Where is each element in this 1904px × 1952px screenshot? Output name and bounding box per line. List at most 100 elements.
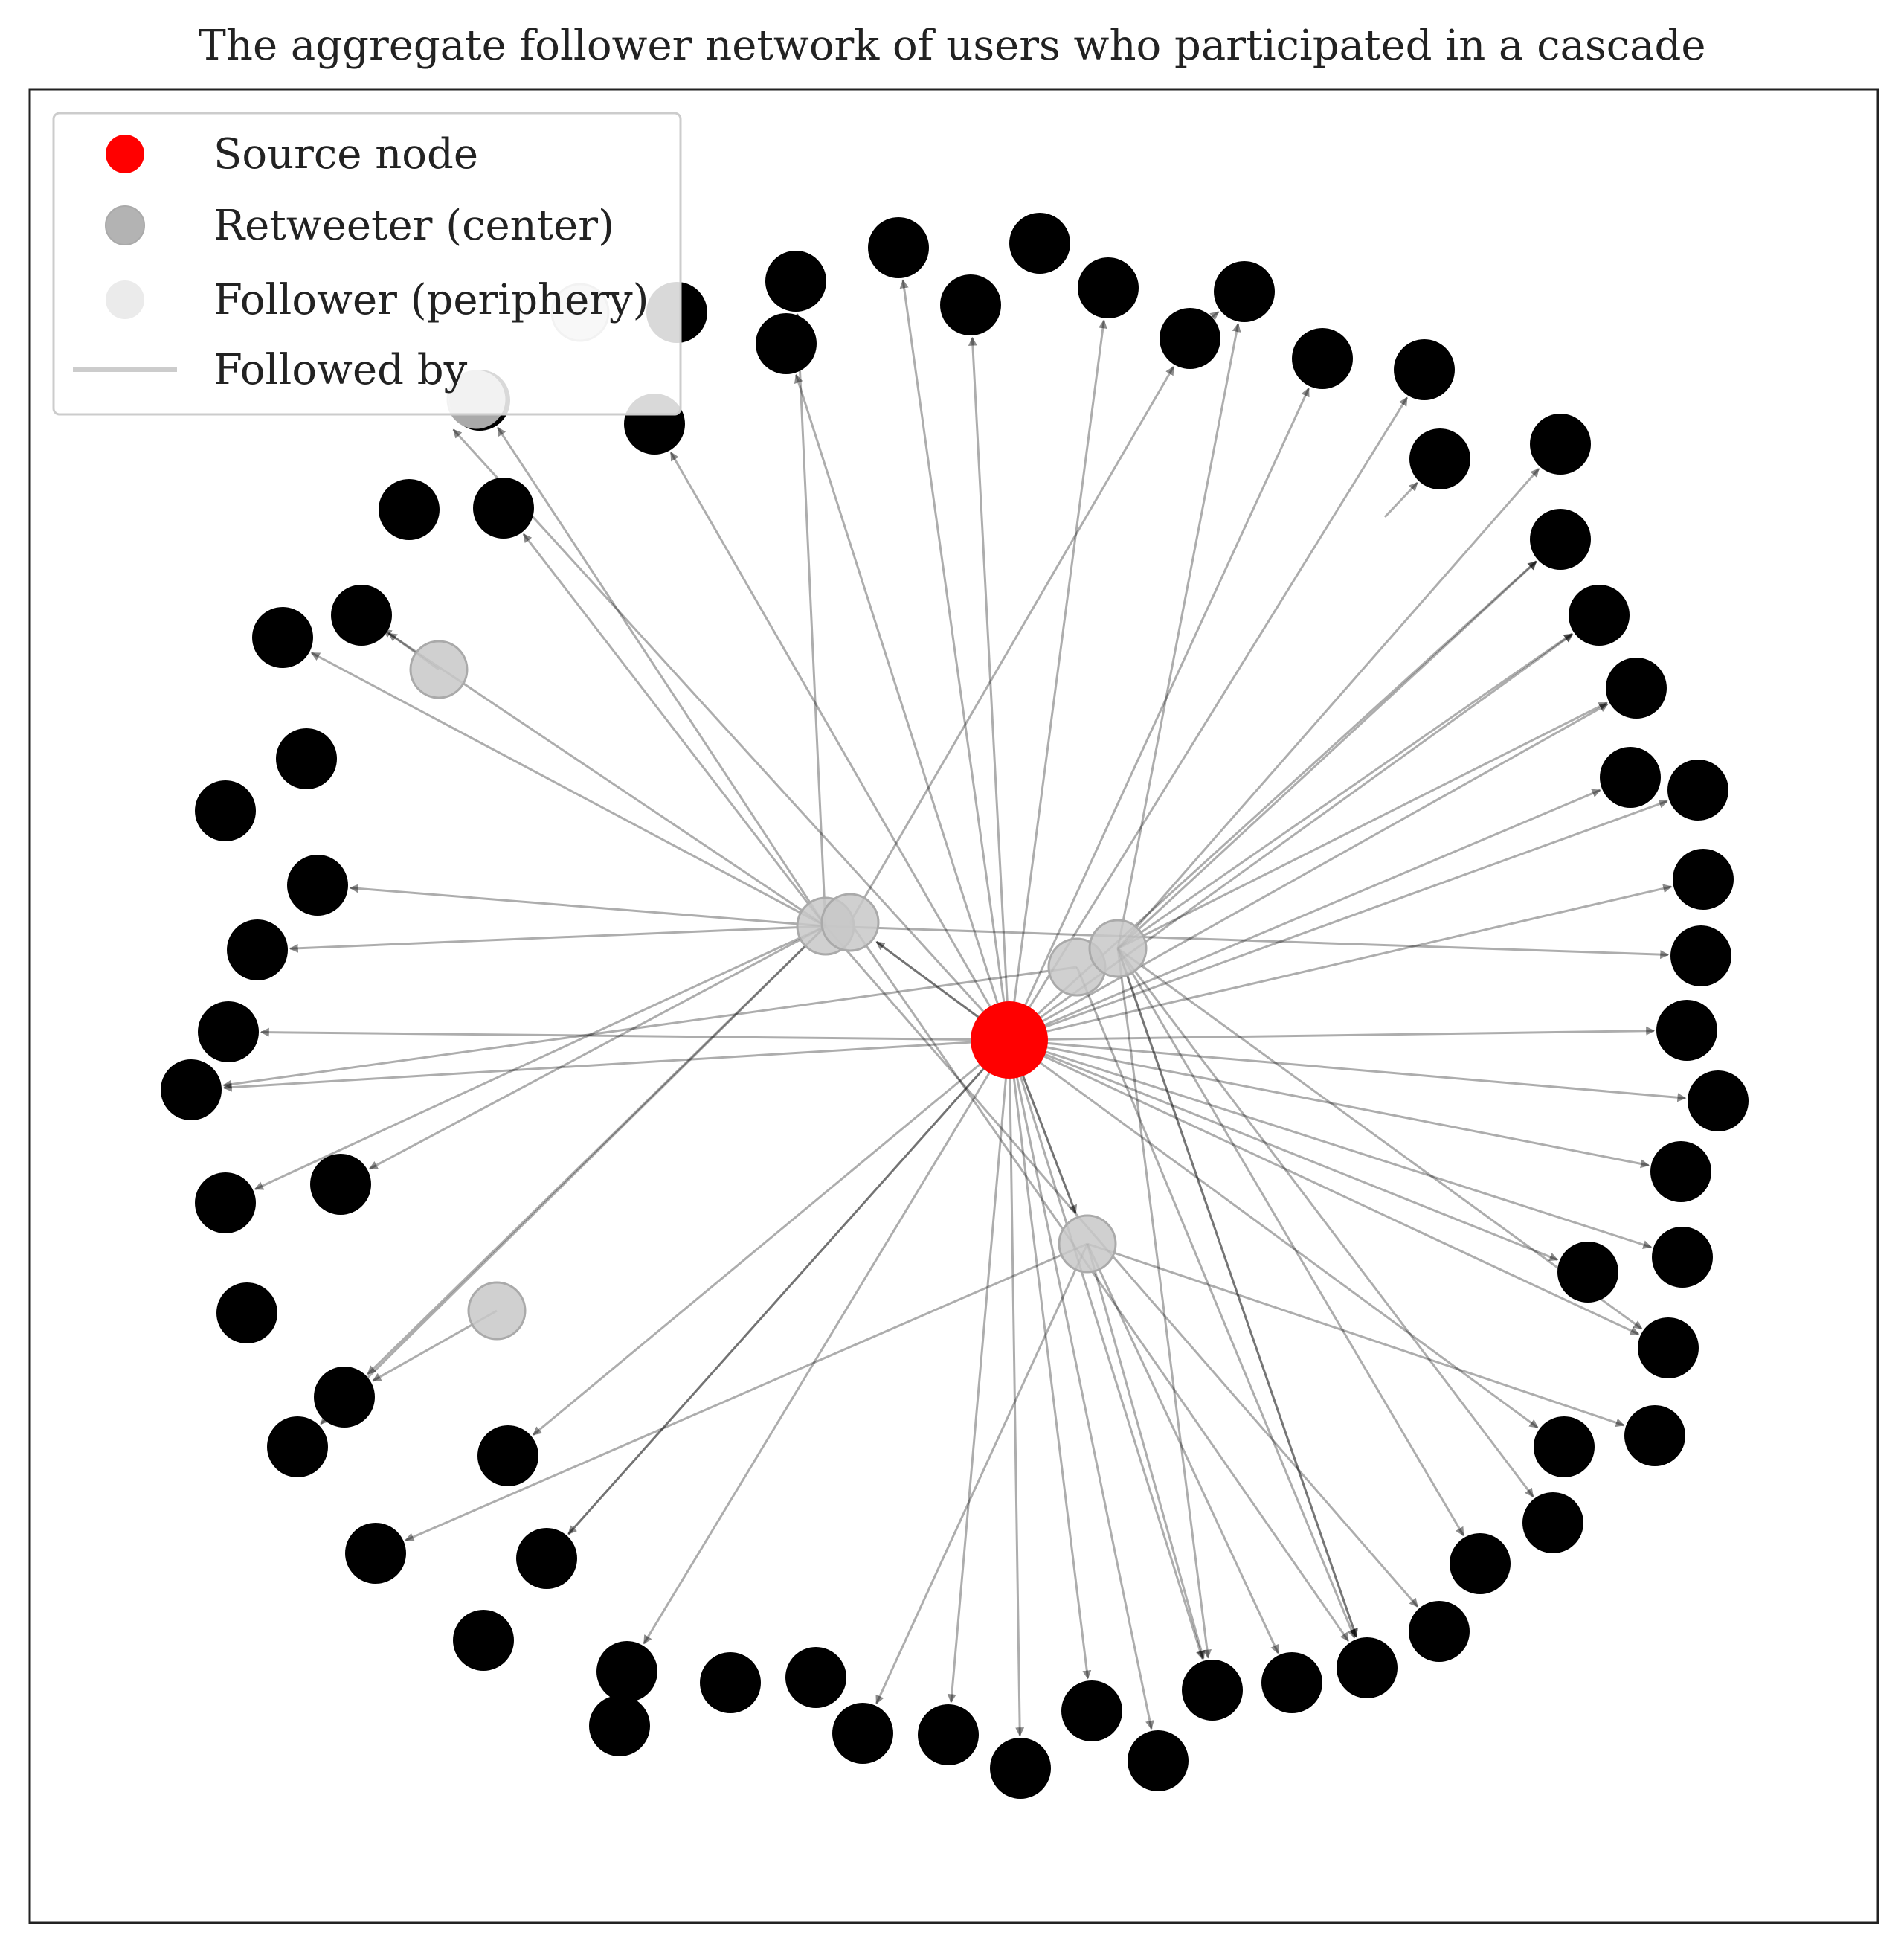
follower-node	[1530, 414, 1591, 475]
follow-edge	[1009, 1038, 1559, 1262]
follow-edge	[1009, 1038, 1653, 1249]
follower-node	[1624, 1405, 1685, 1466]
follow-edge	[1009, 800, 1668, 1041]
follow-edge	[368, 925, 826, 1170]
follow-edge	[1116, 948, 1534, 1497]
follow-edge	[824, 925, 1419, 1608]
follow-edge	[1117, 632, 1573, 950]
follow-edge	[669, 452, 1011, 1041]
follower-node	[1337, 1637, 1398, 1698]
legend-label-retweeter: Retweeter (center)	[213, 202, 614, 250]
follow-edge	[1009, 1038, 1539, 1429]
follow-edge	[1116, 948, 1464, 1537]
follow-edge	[222, 966, 1078, 1089]
follow-edge	[310, 652, 826, 928]
legend-follower-marker	[106, 280, 144, 319]
follower-node	[1522, 1492, 1583, 1553]
follower-node	[1638, 1317, 1699, 1378]
follower-node	[765, 251, 826, 312]
follower-node	[1160, 308, 1220, 369]
follow-edge	[1009, 884, 1673, 1041]
follower-node	[1061, 1680, 1122, 1741]
follower-node	[940, 274, 1001, 336]
follower-node	[1409, 1601, 1470, 1662]
follower-node	[1557, 1242, 1618, 1303]
legend-box	[52, 112, 682, 416]
follow-edge	[1117, 702, 1608, 950]
follower-node	[1534, 1416, 1595, 1477]
legend-retweeter-marker	[105, 205, 145, 245]
follower-node	[1667, 760, 1728, 821]
follower-node	[1009, 213, 1070, 274]
follower-node	[918, 1704, 979, 1765]
follower-node	[516, 1528, 577, 1589]
legend-label-followed-by: Followed by	[213, 346, 468, 394]
follow-edge	[794, 373, 1011, 1041]
follow-edge	[793, 312, 827, 927]
follower-node	[1688, 1070, 1749, 1131]
follower-node	[1450, 1533, 1511, 1594]
follow-edge	[1009, 1038, 1650, 1169]
follow-edge	[1009, 1038, 1687, 1102]
follower-node	[596, 1641, 657, 1702]
legend-label-source: Source node	[213, 130, 478, 179]
follower-node	[379, 479, 440, 540]
follow-edge	[1116, 948, 1212, 1659]
follower-node	[345, 1523, 406, 1584]
follower-node	[473, 478, 534, 539]
follow-edge	[1116, 560, 1537, 950]
follow-edge	[496, 426, 827, 927]
follower-node	[1569, 585, 1630, 646]
retweeter-node	[1058, 1214, 1117, 1274]
follower-node	[1182, 1660, 1243, 1721]
follow-edge	[1009, 789, 1601, 1041]
legend: Source node Retweeter (center) Follower …	[52, 112, 682, 416]
follow-edge	[1008, 1039, 1205, 1660]
follow-edge	[1008, 1039, 1154, 1730]
follower-node	[331, 585, 392, 646]
follower-node	[868, 217, 929, 278]
follow-edge	[1008, 1039, 1025, 1737]
follow-edge	[1116, 948, 1358, 1638]
follow-edge	[1086, 1243, 1206, 1660]
follow-edge	[825, 925, 1670, 960]
follow-edge	[260, 1027, 1010, 1041]
retweeter-node	[1088, 919, 1148, 978]
follow-edge	[349, 884, 826, 928]
figure-title: The aggregate follower network of users …	[199, 22, 1706, 70]
follow-edge	[1117, 947, 1643, 1330]
follower-node	[216, 1282, 277, 1343]
follower-node	[1650, 1141, 1711, 1202]
follower-node	[1670, 925, 1731, 986]
follower-node	[1656, 1000, 1717, 1061]
follow-edge	[522, 533, 827, 927]
follower-node	[832, 1703, 893, 1764]
follower-node	[252, 607, 313, 668]
retweeter-node	[820, 893, 880, 952]
follow-edge	[452, 428, 1011, 1041]
follow-edge	[1008, 387, 1310, 1041]
follow-edge	[1008, 396, 1409, 1041]
follow-edge	[968, 336, 1011, 1041]
follow-edge	[1116, 323, 1241, 949]
follow-edge	[405, 1242, 1088, 1541]
follower-node	[1292, 328, 1353, 389]
retweeter-node	[409, 640, 469, 699]
follow-edge	[1075, 966, 1356, 1639]
follower-node	[1606, 658, 1667, 719]
follow-edge	[1116, 468, 1540, 949]
follow-edge	[532, 1038, 1010, 1436]
follower-node	[1261, 1652, 1322, 1713]
follow-edge	[320, 925, 827, 1425]
follow-edge	[567, 1039, 1011, 1535]
follower-node	[287, 855, 348, 916]
follower-node	[276, 728, 337, 789]
follower-node	[756, 313, 817, 374]
follower-node	[1600, 747, 1661, 808]
follower-node	[1652, 1227, 1713, 1288]
follower-node	[195, 780, 256, 841]
follower-node	[198, 1001, 259, 1062]
follow-edge	[254, 925, 826, 1190]
follow-edge	[367, 925, 827, 1375]
